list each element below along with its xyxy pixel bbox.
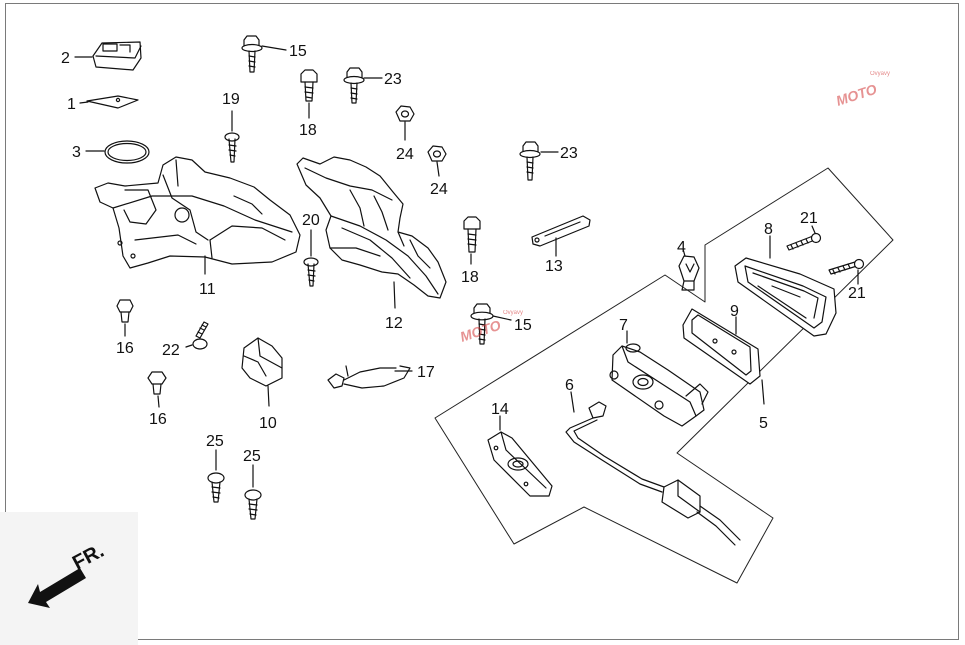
callout-2: 2 — [61, 50, 70, 67]
part-11-bracket — [94, 156, 301, 275]
watermark-subtext: Ovyavy — [870, 71, 890, 77]
callout-21b: 21 — [848, 285, 866, 302]
callout-6: 6 — [565, 377, 574, 394]
callout-17: 17 — [417, 364, 435, 381]
part-15-bolt-b — [470, 303, 512, 345]
callout-20: 20 — [302, 212, 320, 229]
callout-18b: 18 — [461, 269, 479, 286]
part-24-nut-b — [427, 145, 447, 177]
callout-18a: 18 — [299, 122, 317, 139]
callout-23a: 23 — [384, 71, 402, 88]
callout-23b: 23 — [560, 145, 578, 162]
part-7-base — [609, 330, 709, 427]
callout-1: 1 — [67, 96, 76, 113]
part-6-wire — [565, 391, 741, 546]
callout-13: 13 — [545, 258, 563, 275]
part-25-screw-a — [207, 449, 225, 503]
callout-11: 11 — [199, 281, 216, 298]
part-15-bolt-a — [241, 35, 287, 73]
watermark-text: MOTO — [834, 81, 879, 109]
callout-25a: 25 — [206, 433, 224, 450]
part-12-fender — [296, 156, 447, 309]
callout-10: 10 — [259, 415, 277, 432]
part-21-screw-a — [786, 225, 822, 251]
part-25-screw-b — [244, 464, 262, 520]
part-16-rivet-a — [116, 299, 134, 337]
part-4-bulb — [678, 248, 700, 291]
callout-21a: 21 — [800, 210, 818, 227]
callout-16a: 16 — [116, 340, 134, 357]
part-8-lens — [734, 235, 837, 337]
part-21-screw-b — [828, 258, 865, 285]
callout-14: 14 — [491, 401, 509, 418]
part-9-gasket — [682, 308, 761, 385]
part-3-ring — [85, 140, 150, 164]
part-22-screw — [185, 321, 209, 350]
part-5-assembly-outline — [434, 167, 894, 584]
callout-22: 22 — [162, 342, 180, 359]
part-17-tie — [327, 365, 413, 389]
callout-15a: 15 — [289, 43, 307, 60]
part-18-bolt-b — [463, 216, 481, 265]
callout-7: 7 — [619, 317, 628, 334]
callout-25b: 25 — [243, 448, 261, 465]
part-1-pad — [79, 95, 139, 109]
callout-9: 9 — [730, 303, 739, 320]
part-2-module — [74, 41, 142, 71]
watermark-subtext-center: Ovyavy — [503, 310, 523, 316]
callout-3: 3 — [72, 144, 81, 161]
front-direction-indicator: FR. — [28, 540, 108, 608]
callout-16b: 16 — [149, 411, 167, 428]
callout-8: 8 — [764, 221, 773, 238]
part-20-screw — [303, 229, 319, 287]
callout-15b: 15 — [514, 317, 532, 334]
part-23-bolt-b — [519, 141, 559, 181]
diagram-frame — [5, 3, 959, 640]
front-direction-label: FR. — [69, 540, 108, 575]
callout-12: 12 — [385, 315, 403, 332]
part-19-screw — [224, 110, 240, 163]
callout-19: 19 — [222, 91, 240, 108]
part-10-cover — [241, 337, 283, 407]
callout-24b: 24 — [430, 181, 448, 198]
callout-5: 5 — [759, 415, 768, 432]
part-14-plate — [487, 415, 553, 497]
front-arrow-icon — [28, 568, 86, 608]
part-24-nut-a — [395, 105, 415, 141]
part-13-strap — [531, 215, 591, 257]
part-23-bolt-a — [343, 67, 383, 104]
part-18-bolt-a — [300, 69, 318, 119]
callout-labels: 2 1 3 11 19 15 18 23 24 24 23 20 12 18 1… — [61, 43, 866, 465]
callout-24a: 24 — [396, 146, 414, 163]
callout-4: 4 — [677, 239, 686, 256]
part-16-rivet-b — [147, 371, 167, 408]
